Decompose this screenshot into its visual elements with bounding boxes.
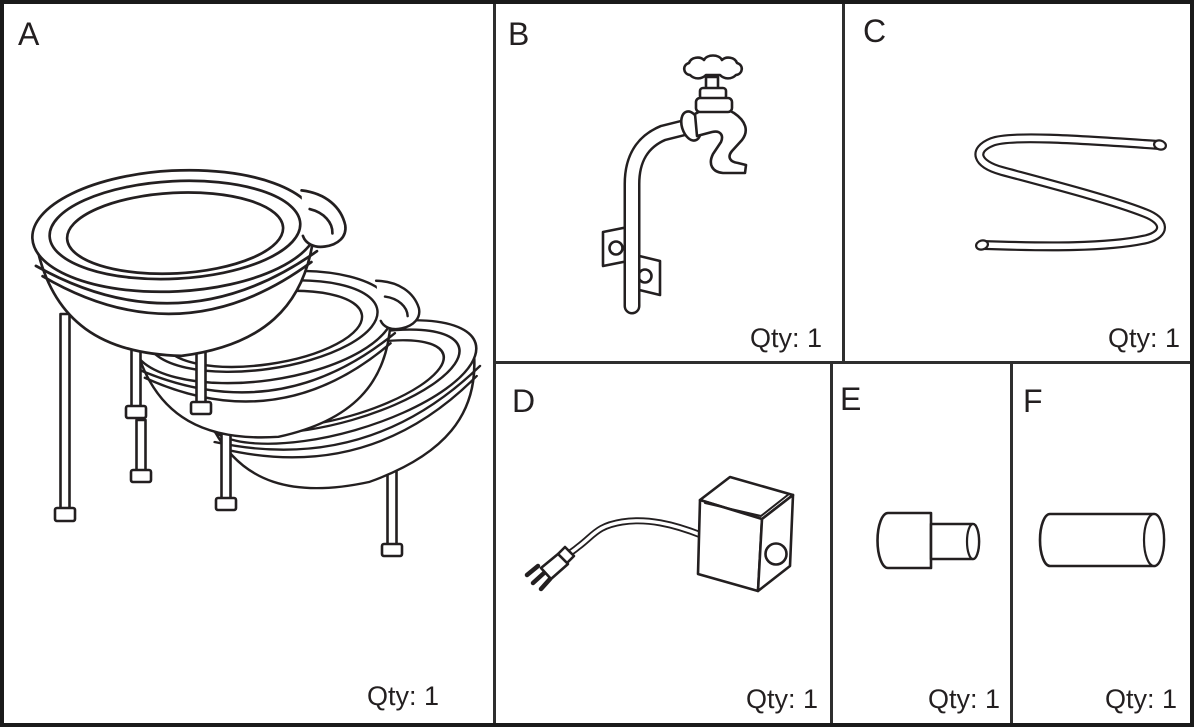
transformer-with-power-cord-icon	[524, 475, 795, 593]
divider-a-right	[493, 4, 496, 723]
power-cord	[555, 517, 705, 564]
coupler	[1038, 512, 1166, 568]
panel-e: E Qty: 1	[832, 363, 1010, 723]
tube	[974, 133, 1168, 252]
qty-f: Qty: 1	[1104, 684, 1177, 714]
panel-b: B	[495, 4, 842, 361]
knob	[764, 542, 788, 566]
faucet-spout-with-bracket-icon	[601, 54, 748, 315]
bracket-hole-left	[608, 240, 624, 256]
three-tier-basin-stand-icon	[27, 161, 493, 558]
standpipe	[623, 117, 700, 315]
divider-top-bottom-rows	[493, 361, 1190, 364]
panel-d: D	[495, 363, 830, 723]
divider-b-c	[842, 4, 845, 361]
basin-3-leg	[380, 458, 404, 558]
divider-e-f	[1010, 363, 1013, 723]
qty-c: Qty: 1	[1107, 323, 1180, 353]
faucet-handle	[682, 54, 744, 80]
part-label-f: F	[1023, 383, 1043, 419]
flexible-tubing-icon	[974, 133, 1168, 252]
part-label-e: E	[840, 381, 862, 417]
qty-e: Qty: 1	[927, 684, 1000, 714]
qty-a: Qty: 1	[366, 681, 439, 711]
part-label-c: C	[863, 13, 887, 49]
divider-d-e	[830, 363, 833, 723]
panel-f: F Qty: 1	[1012, 363, 1190, 723]
tubing-coupler-icon	[1038, 512, 1166, 568]
tubing-adapter-icon	[876, 511, 981, 570]
power-plug	[524, 545, 576, 592]
panel-a: A	[4, 4, 493, 723]
part-label-d: D	[512, 383, 536, 419]
transformer-box	[696, 475, 795, 593]
adapter	[876, 511, 981, 570]
part-label-a: A	[18, 16, 40, 52]
qty-d: Qty: 1	[745, 684, 818, 714]
faucet	[679, 54, 748, 175]
qty-b: Qty: 1	[749, 323, 822, 353]
basin-2-legs	[129, 418, 238, 512]
panel-c: C Qty: 1	[844, 4, 1190, 361]
part-label-b: B	[508, 16, 530, 52]
